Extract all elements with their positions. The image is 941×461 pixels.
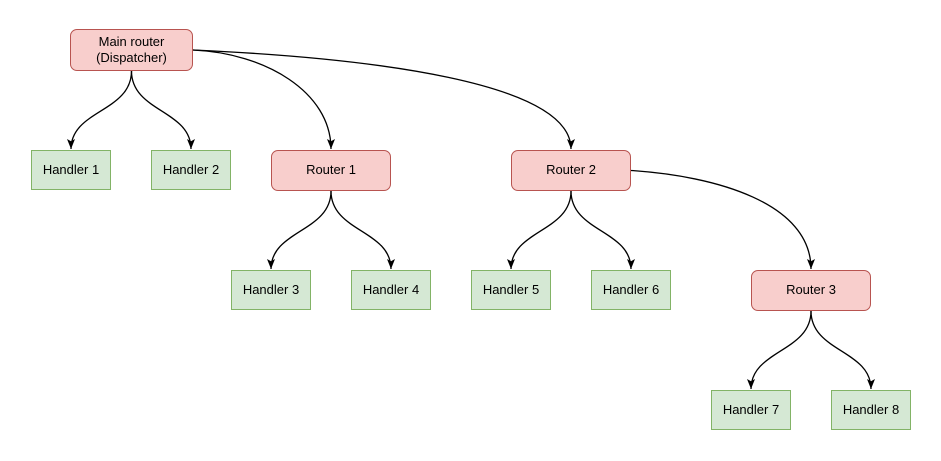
edge-main-router-to-router2 [192,49,575,150]
node-handler-6: Handler 6 [591,270,671,310]
edge-router1-to-handler4 [330,190,395,270]
edge-main-router-to-router1 [192,49,335,150]
edge-router3-to-handler8 [810,310,875,390]
node-handler-8: Handler 8 [831,390,911,430]
node-handler-1: Handler 1 [31,150,111,190]
node-handler-7: Handler 7 [711,390,791,430]
node-router-2: Router 2 [511,150,631,191]
edge-router3-to-handler7 [747,310,812,390]
node-handler-3: Handler 3 [231,270,311,310]
edge-router1-to-handler3 [267,190,332,270]
edge-main-router-to-handler1 [67,70,133,150]
node-main-router: Main router (Dispatcher) [70,29,193,71]
edge-router2-to-router3 [630,169,815,270]
edge-main-router-to-handler2 [130,70,195,150]
node-handler-2: Handler 2 [151,150,231,190]
node-router-3: Router 3 [751,270,871,311]
node-router-1: Router 1 [271,150,391,191]
node-handler-4: Handler 4 [351,270,431,310]
edge-router2-to-handler5 [507,190,572,270]
node-handler-5: Handler 5 [471,270,551,310]
edge-router2-to-handler6 [570,190,635,270]
